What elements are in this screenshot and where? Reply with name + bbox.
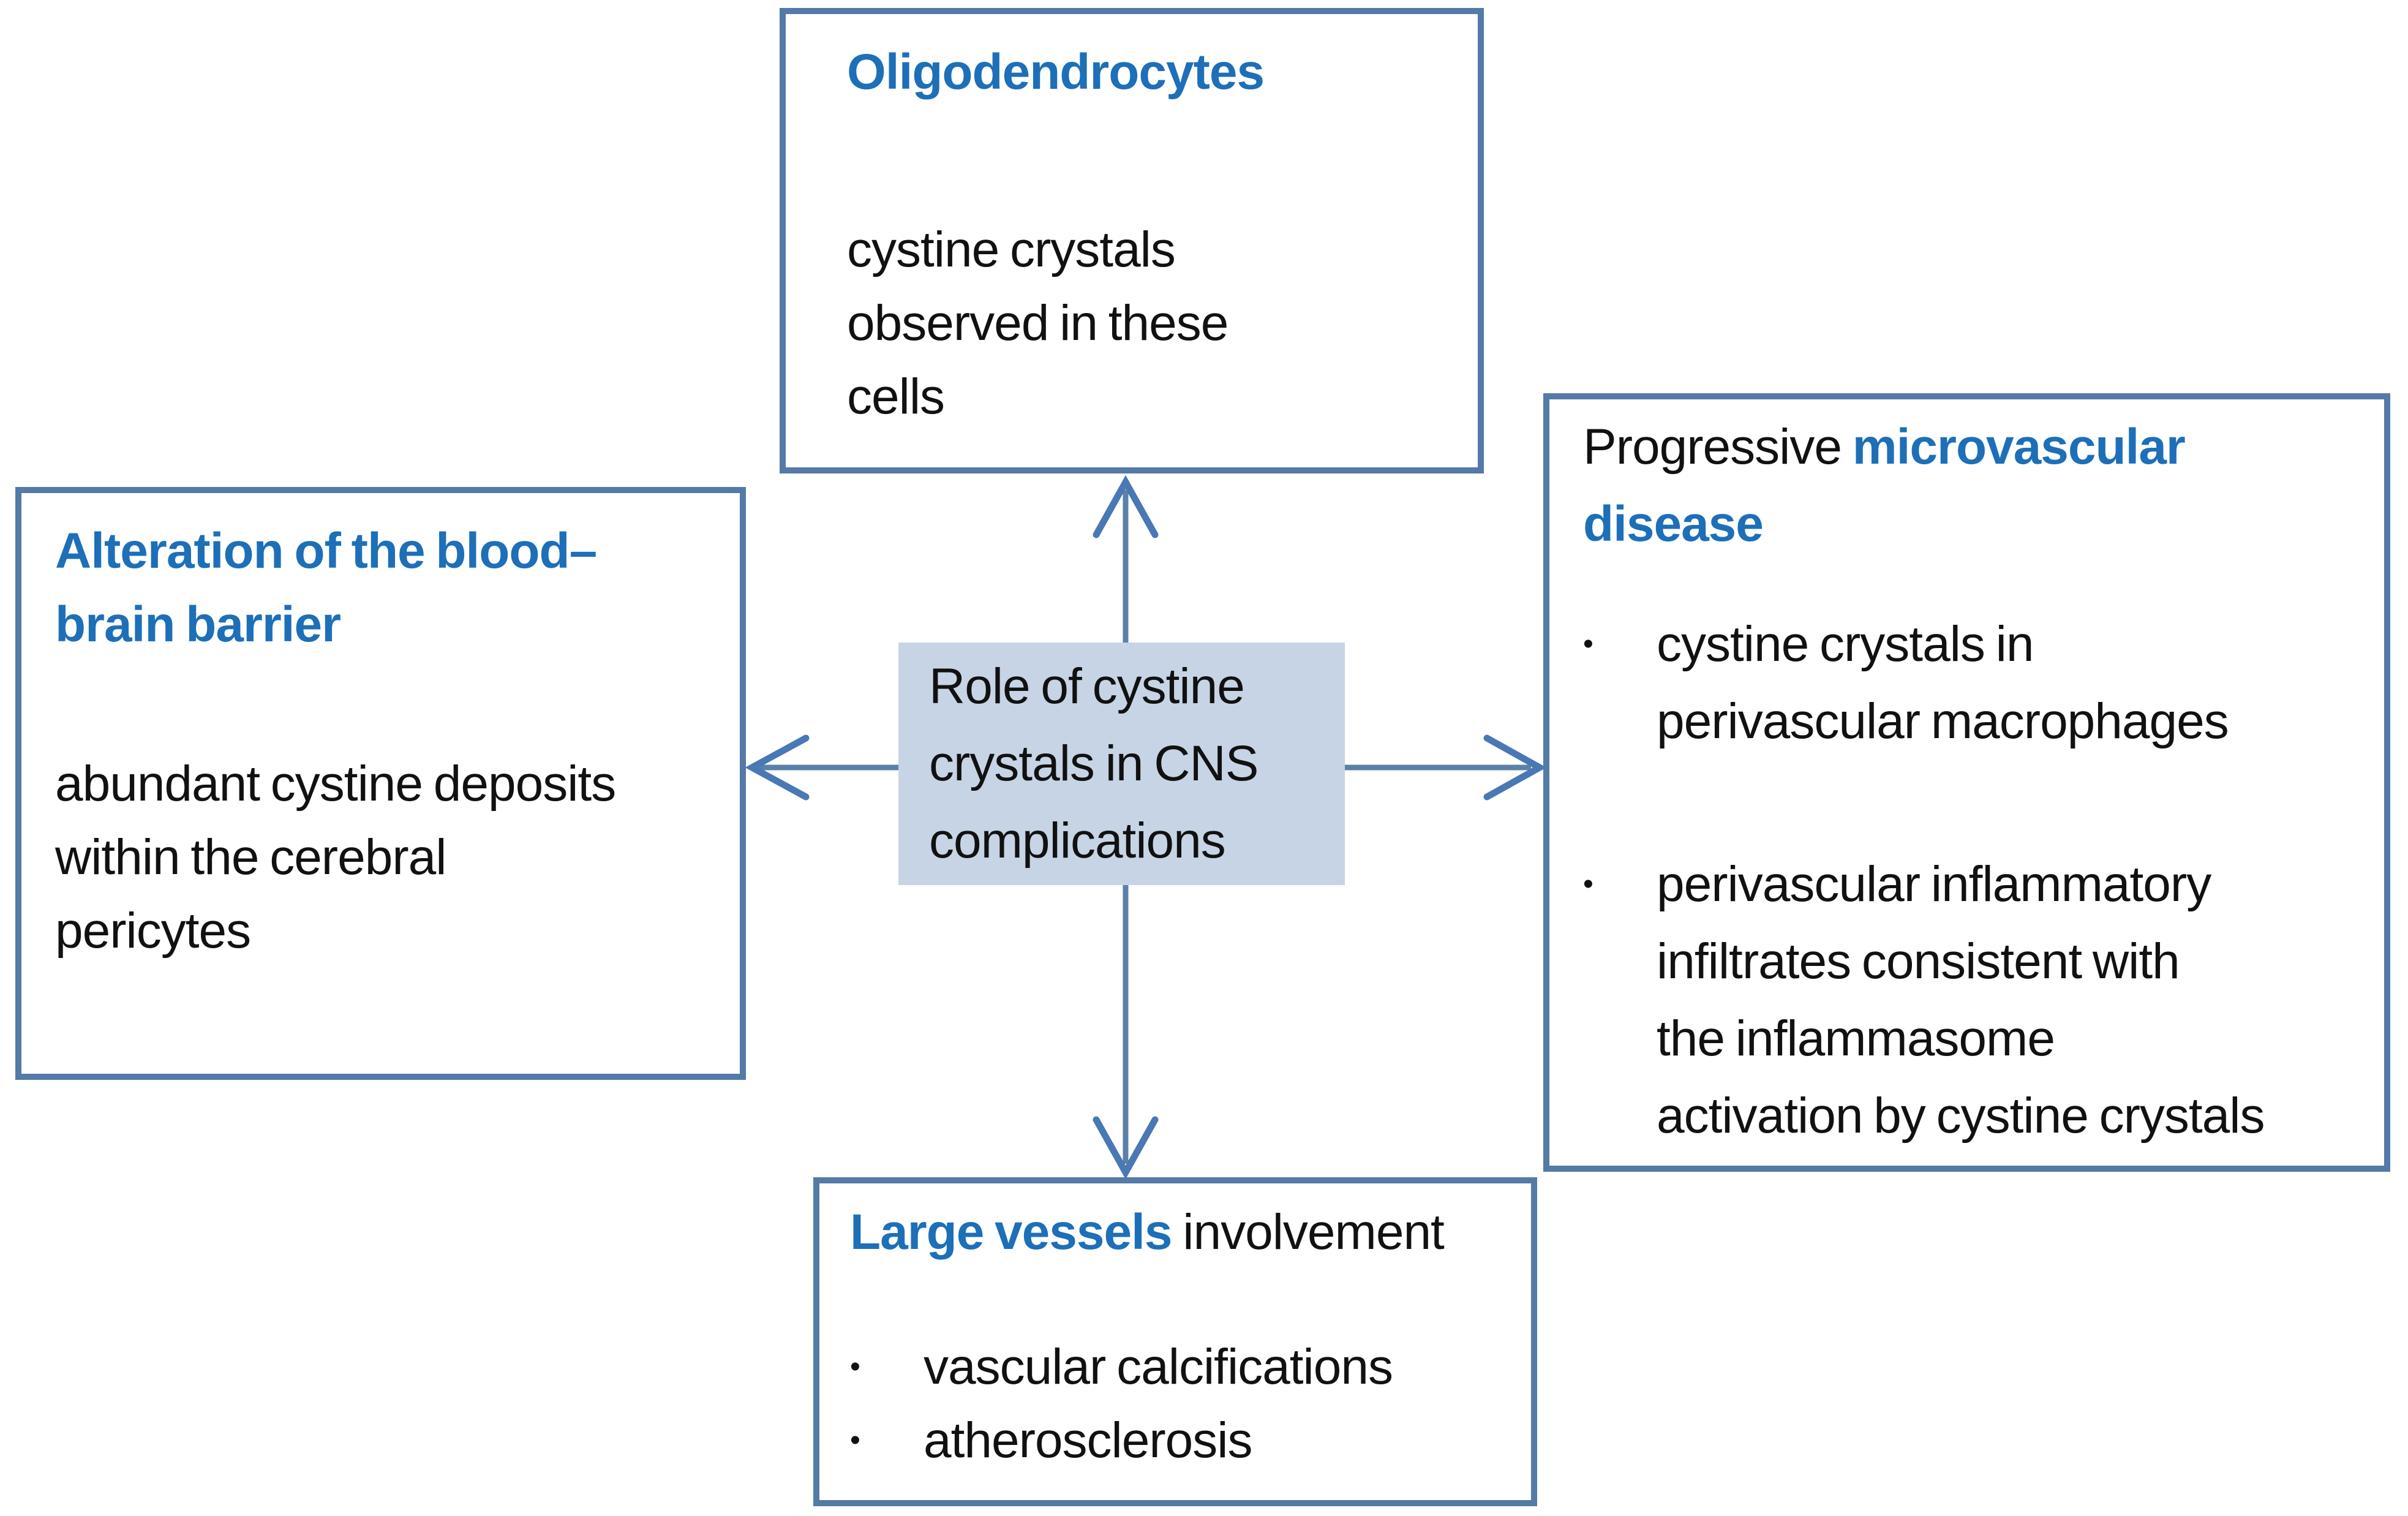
oligodendrocytes-box: Oligodendrocytes cystine crystals observ… <box>780 8 1484 473</box>
arrow-right-icon <box>1345 734 1547 801</box>
arrow-left-icon <box>745 734 898 801</box>
list-item: • perivascular inflammatory infiltrates … <box>1583 846 2366 1155</box>
microvascular-disease-heading: Progressive microvascular disease <box>1583 419 2186 552</box>
bullet-icon: • <box>850 1351 860 1383</box>
bullet-icon: • <box>850 1424 860 1457</box>
large-vessels-box: Large vessels involvement • vascular cal… <box>813 1177 1537 1506</box>
large-vessels-heading: Large vessels involvement <box>850 1204 1445 1260</box>
list-item: • atherosclerosis <box>850 1404 1513 1477</box>
arrow-up-icon <box>1093 475 1159 643</box>
blood-brain-barrier-body: abundant cystine deposits within the cer… <box>55 756 616 959</box>
arrow-down-icon <box>1093 885 1159 1180</box>
center-role-box: Role of cystine crystals in CNS complica… <box>898 643 1345 885</box>
bullet-icon: • <box>1583 868 1593 900</box>
blood-brain-barrier-heading: Alteration of the blood– brain barrier <box>55 523 597 652</box>
list-item: • cystine crystals in perivascular macro… <box>1583 606 2366 760</box>
microvascular-disease-box: Progressive microvascular disease • cyst… <box>1543 393 2390 1172</box>
oligodendrocytes-heading: Oligodendrocytes <box>847 44 1265 100</box>
oligodendrocytes-body: cystine crystals observed in these cells <box>847 222 1228 424</box>
list-item: • vascular calcifications <box>850 1330 1513 1404</box>
bullet-icon: • <box>1583 628 1593 660</box>
blood-brain-barrier-box: Alteration of the blood– brain barrier a… <box>15 487 746 1080</box>
